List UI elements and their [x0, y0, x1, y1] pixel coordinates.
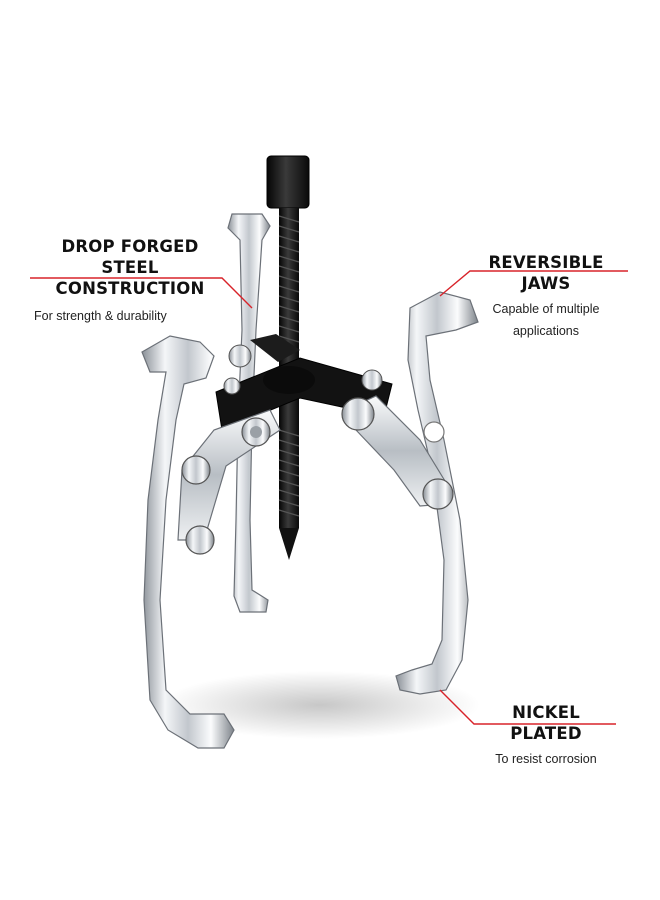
callout-subtitle-line1: Capable of multiple: [492, 302, 600, 316]
bolt-icon: [228, 344, 252, 368]
right-jaw-icon: [341, 291, 479, 695]
callout-title: NICKEL PLATED: [510, 703, 582, 743]
leader-drop-forged: [30, 277, 253, 309]
callout-drop-forged: DROP FORGED STEEL CONSTRUCTION For stren…: [30, 236, 230, 323]
leader-reversible: [439, 270, 628, 297]
callout-title: REVERSIBLE JAWS: [488, 253, 604, 293]
callout-nickel-plated: NICKEL PLATED To resist corrosion: [476, 702, 616, 766]
bolt-icon: [223, 377, 241, 395]
left-jaw-icon: [141, 335, 281, 749]
callout-subtitle: For strength & durability: [34, 309, 167, 323]
yoke-hub-icon: [215, 334, 393, 431]
callout-reversible-jaws: REVERSIBLE JAWS Capable of multiple appl…: [466, 252, 626, 338]
callout-subtitle: To resist corrosion: [495, 752, 597, 766]
callout-leader-lines: [30, 270, 628, 725]
callout-title-line2: STEEL CONSTRUCTION: [55, 258, 205, 298]
callout-subtitle-line2: applications: [512, 324, 579, 338]
callout-title-line1: DROP FORGED: [61, 237, 199, 256]
leader-nickel: [439, 689, 616, 725]
